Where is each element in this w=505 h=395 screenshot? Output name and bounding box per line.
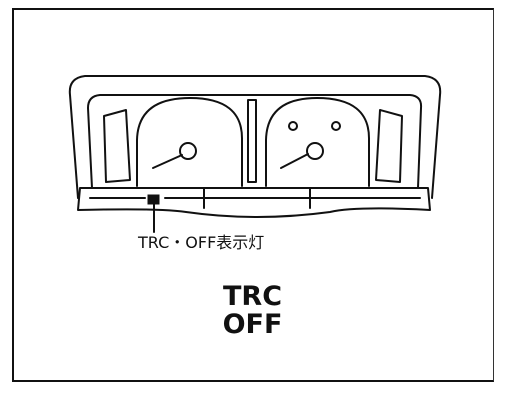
indicator-text-line1: TRC (222, 281, 283, 312)
trc-off-indicator-label: TRC・OFF表示灯 (138, 233, 265, 252)
cluster-inner-hood (87, 94, 423, 189)
right-gauge-needle (280, 153, 309, 169)
left-gauge-window (136, 97, 244, 187)
right-gauge-small-circle-right (331, 121, 341, 131)
frame-border (12, 8, 494, 382)
left-gauge-hub (179, 142, 197, 160)
cluster-bottom-strip (77, 187, 431, 218)
right-side-window (375, 109, 403, 183)
right-gauge-window (265, 97, 371, 187)
left-gauge-needle (152, 154, 183, 169)
left-side-window (103, 109, 131, 183)
indicator-text-line2: OFF (222, 309, 283, 340)
right-gauge-small-circle-left (288, 121, 298, 131)
cluster-outer-hood (68, 75, 442, 199)
right-gauge-hub (306, 142, 324, 160)
center-divider (247, 99, 257, 183)
trc-off-indicator-lamp (147, 194, 160, 205)
